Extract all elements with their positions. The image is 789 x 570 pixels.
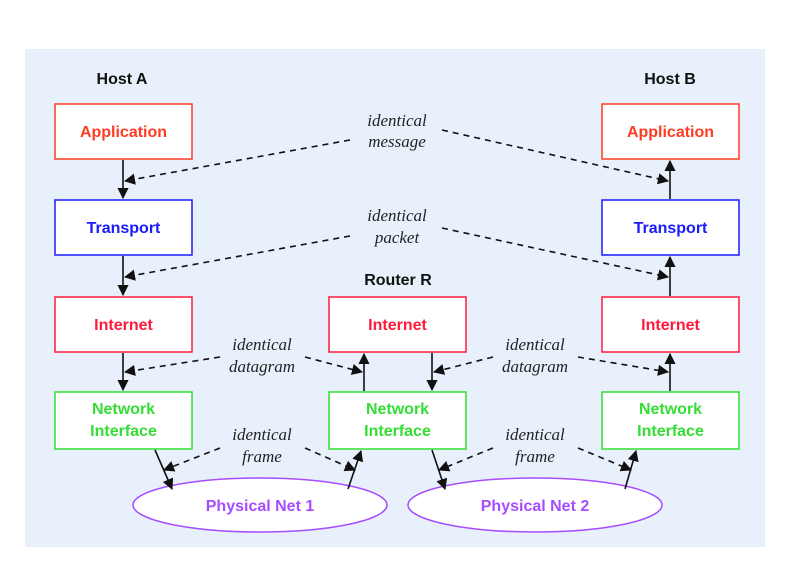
host-a-internet-label: Internet — [94, 317, 153, 334]
identical-text: identical — [367, 111, 427, 130]
router-network-label: Network — [366, 401, 429, 418]
packet-dashed-arrow-right — [441, 227, 670, 281]
host-a-application-box: Application — [54, 103, 193, 160]
physical-net-1-label: Physical Net 1 — [206, 498, 315, 515]
frame-left-dashed-arrow-a — [162, 447, 221, 472]
message-dashed-arrow-right — [441, 129, 670, 185]
router-arrow-net1-up — [347, 449, 364, 490]
identical-text: identical — [232, 425, 292, 444]
label-identical-frame-left: identical frame — [232, 425, 292, 466]
host-b-interface-label: Interface — [637, 423, 704, 440]
router-arrow-to-net2 — [431, 449, 448, 491]
host-b-application-label: Application — [627, 124, 714, 141]
router-network-interface-box: Network Interface — [328, 391, 467, 450]
label-identical-datagram-right: identical datagram — [502, 335, 568, 376]
frame-left-dashed-arrow-b — [304, 447, 357, 472]
packet-text: packet — [374, 228, 421, 247]
host-a-transport-box: Transport — [54, 199, 193, 256]
datagram-text: datagram — [502, 357, 568, 376]
router-internet-label: Internet — [368, 317, 427, 334]
frame-text: frame — [242, 447, 282, 466]
identical-text: identical — [232, 335, 292, 354]
identical-text: identical — [505, 335, 565, 354]
label-identical-frame-right: identical frame — [505, 425, 565, 466]
datagram-text: datagram — [229, 357, 295, 376]
router-title: Router R — [364, 272, 432, 289]
host-b-application-box: Application — [601, 103, 740, 160]
datagram-right-dashed-arrow-a — [432, 356, 494, 375]
datagram-right-dashed-arrow-b — [577, 356, 670, 376]
host-a-transport-label: Transport — [87, 220, 161, 237]
datagram-left-dashed-arrow-a — [123, 356, 221, 376]
host-b-network-label: Network — [639, 401, 702, 418]
host-b-transport-label: Transport — [634, 220, 708, 237]
host-a-arrow-to-net1 — [154, 449, 174, 491]
host-b-internet-box: Internet — [601, 296, 740, 353]
frame-right-dashed-arrow-b — [577, 447, 633, 472]
label-identical-message: identical message — [367, 111, 427, 151]
host-b-internet-label: Internet — [641, 317, 700, 334]
frame-right-dashed-arrow-a — [437, 447, 494, 472]
physical-net-1: Physical Net 1 — [132, 477, 388, 533]
host-a-application-label: Application — [80, 124, 167, 141]
host-b-network-interface-box: Network Interface — [601, 391, 740, 450]
label-identical-datagram-left: identical datagram — [229, 335, 295, 376]
host-a-internet-box: Internet — [54, 296, 193, 353]
packet-dashed-arrow-left — [123, 235, 351, 281]
host-a-title: Host A — [97, 71, 148, 88]
physical-net-2-label: Physical Net 2 — [481, 498, 590, 515]
label-identical-packet: identical packet — [367, 206, 427, 247]
host-a-interface-label: Interface — [90, 423, 157, 440]
router-interface-label: Interface — [364, 423, 431, 440]
host-a-network-interface-box: Network Interface — [54, 391, 193, 450]
identical-text: identical — [505, 425, 565, 444]
datagram-left-dashed-arrow-b — [304, 356, 364, 375]
router-internet-box: Internet — [328, 296, 467, 353]
host-b-title: Host B — [644, 71, 696, 88]
message-dashed-arrow-left — [123, 139, 351, 185]
physical-net-2: Physical Net 2 — [407, 477, 663, 533]
identical-text: identical — [367, 206, 427, 225]
frame-text: frame — [515, 447, 555, 466]
host-b-transport-box: Transport — [601, 199, 740, 256]
host-a-network-label: Network — [92, 401, 155, 418]
message-text: message — [368, 132, 426, 151]
